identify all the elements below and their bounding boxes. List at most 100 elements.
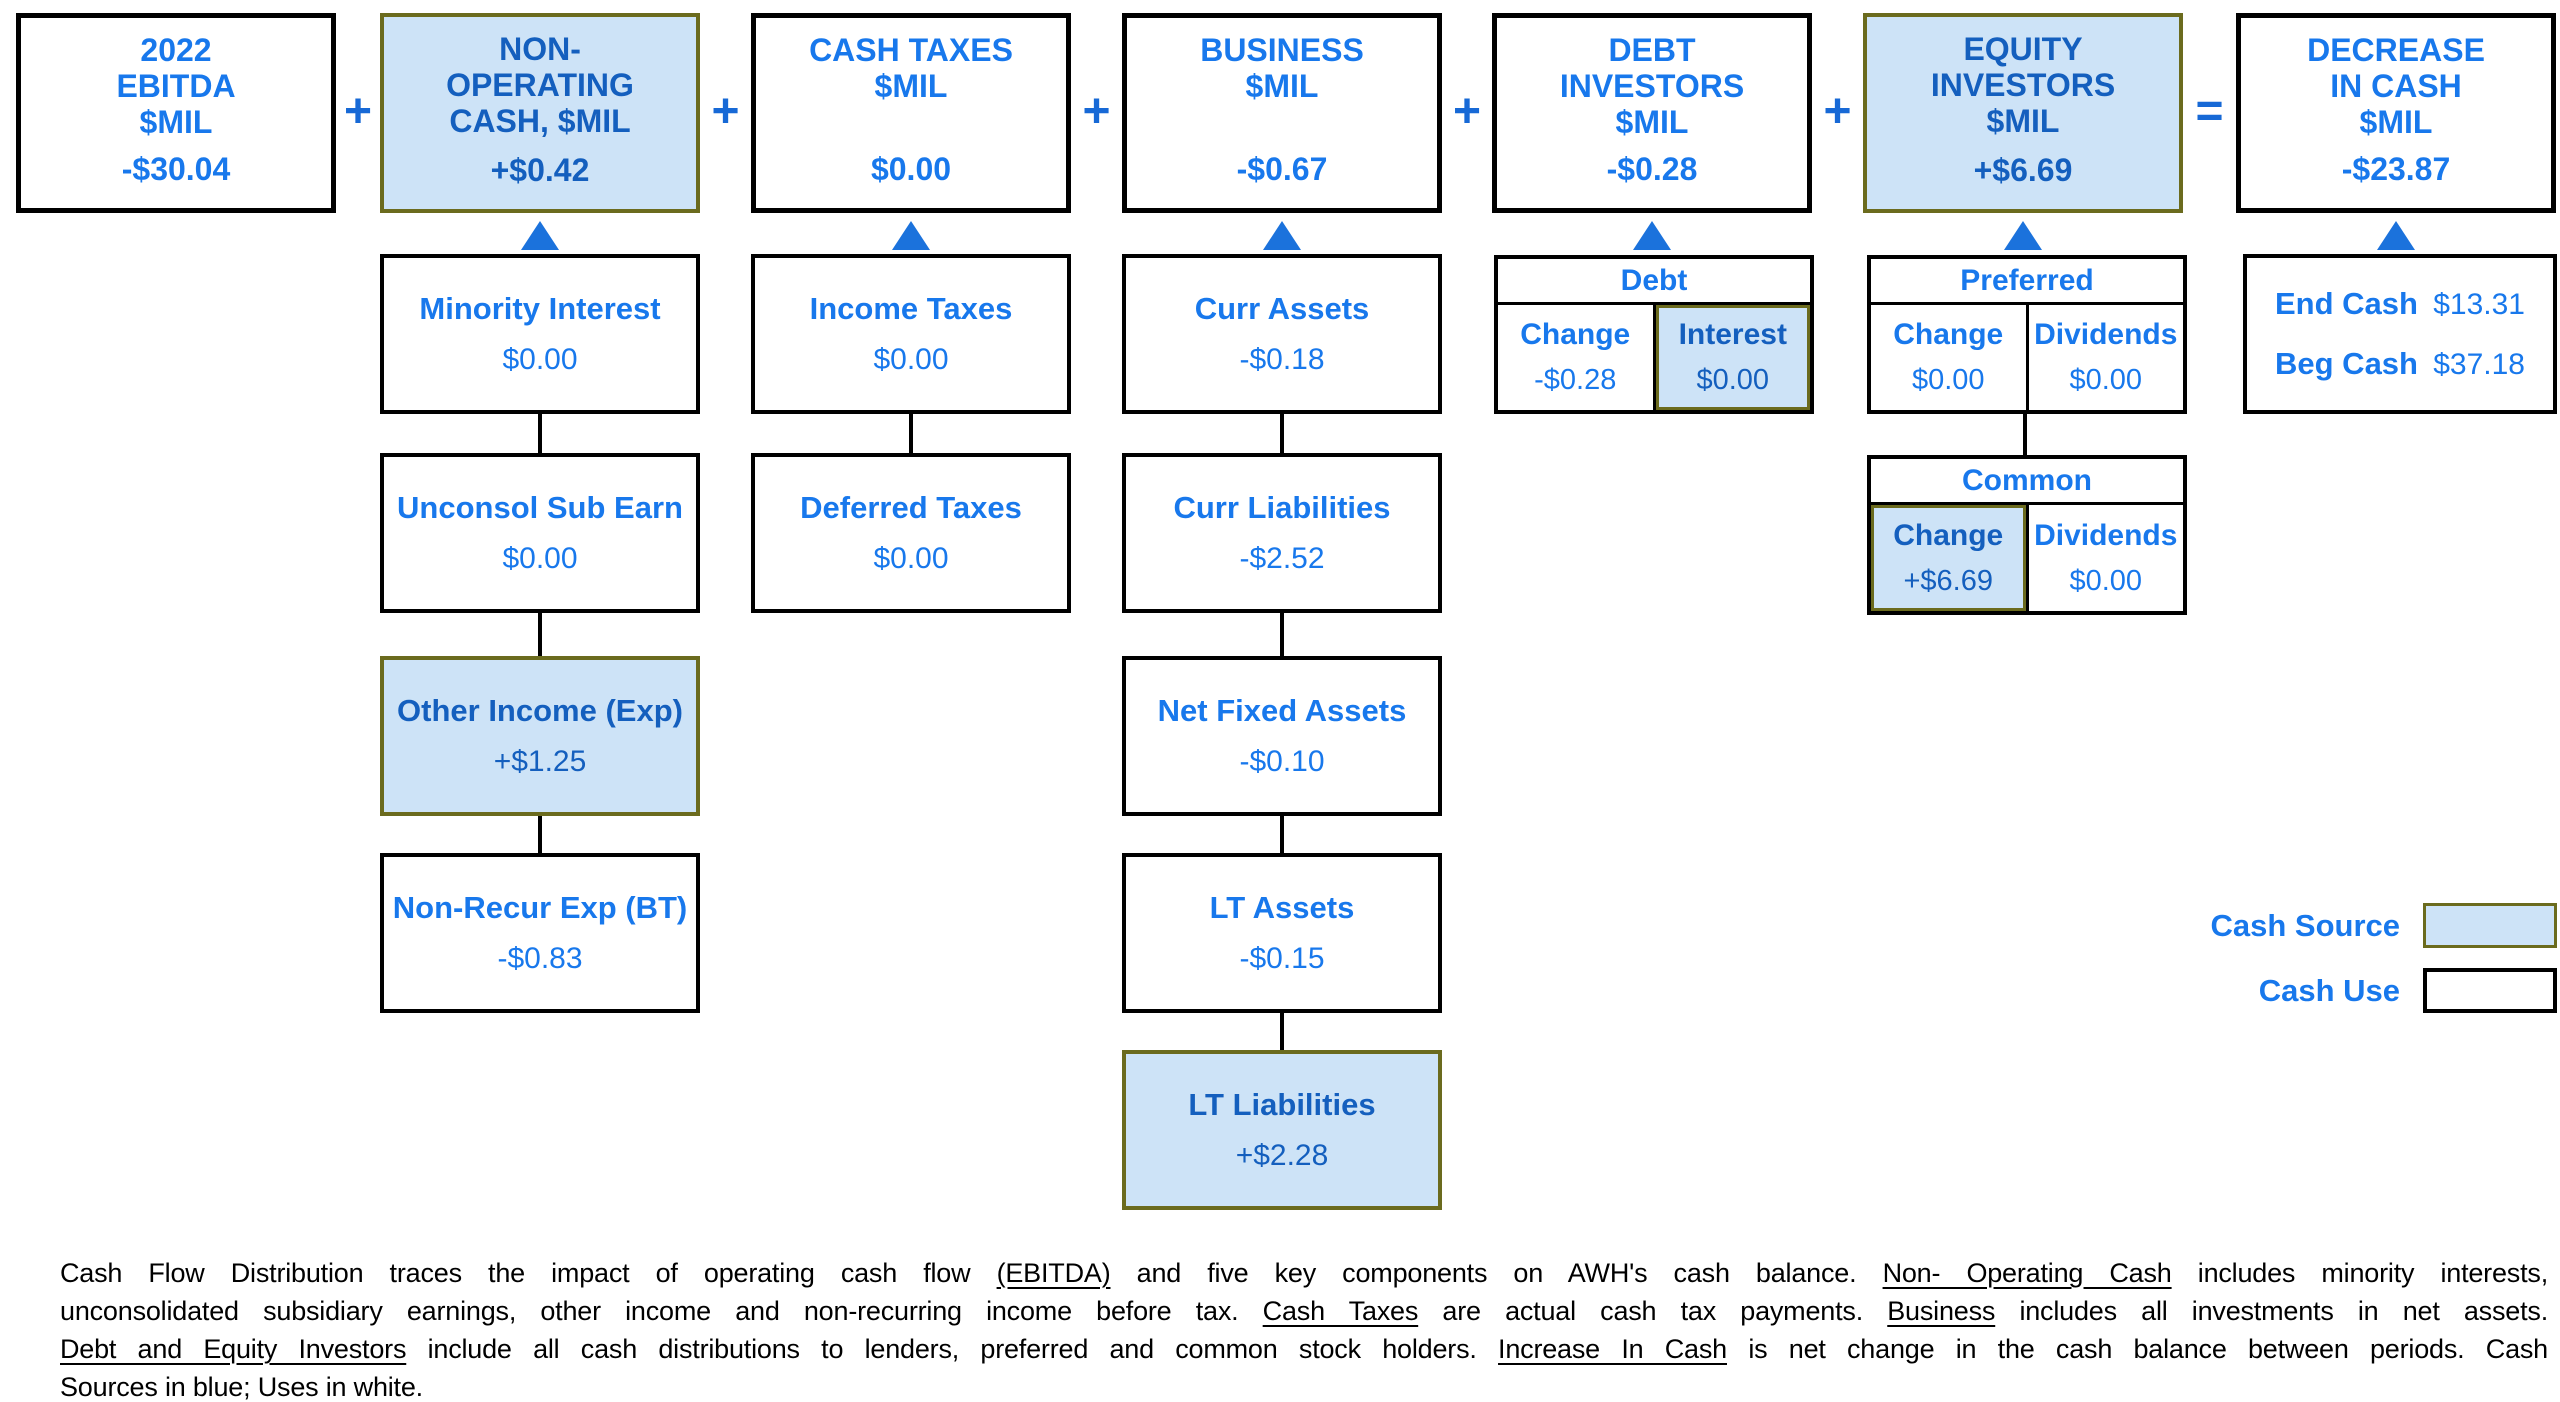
common-table-title: Common [1871,459,2183,505]
plus-operator-3: + [1082,85,1111,138]
sub-box-label: Deferred Taxes [800,490,1022,525]
sub-box-value: $0.00 [873,542,949,575]
box-cash-taxes-title: CASH TAXES $MIL [809,32,1013,104]
box-decrease-in-cash: DECREASE IN CASH $MIL -$23.87 [2236,13,2556,213]
preferred-dividends-cell: Dividends $0.00 [2025,305,2184,410]
debt-table: Debt Change -$0.28 Interest $0.00 [1494,255,1814,414]
sub-box-deferred-taxes: Deferred Taxes $0.00 [751,453,1071,613]
footnote: Cash Flow Distribution traces the impact… [60,1254,2548,1402]
connector-line [1280,1013,1284,1050]
sub-box-income-taxes: Income Taxes $0.00 [751,254,1071,414]
cell-value: $0.00 [2069,364,2143,396]
box-ebitda: 2022 EBITDA $MIL -$30.04 [16,13,336,213]
debt-interest-cell: Interest $0.00 [1652,305,1810,410]
sub-box-label: Curr Assets [1194,291,1370,326]
footnote-text: is net change in the cash balance betwee… [1727,1334,2548,1364]
footnote-line-4: Sources in blue; Uses in white. [60,1368,2548,1402]
cell-header: Change [1520,318,1631,351]
connector-line [1280,613,1284,656]
cell-header: Dividends [2034,318,2178,351]
sub-box-label: LT Liabilities [1188,1087,1376,1122]
sub-box-value: -$0.18 [1239,343,1325,376]
connector-line [1280,816,1284,853]
sub-box-minority-interest: Minority Interest $0.00 [380,254,700,414]
box-business-title: BUSINESS $MIL [1200,32,1364,104]
end-cash-label: End Cash [2275,286,2418,321]
debt-change-cell: Change -$0.28 [1498,305,1653,410]
up-arrow-icon [2004,221,2042,250]
footnote-line-1: Cash Flow Distribution traces the impact… [60,1254,2548,1292]
legend-cash-source-label: Cash Source [2210,908,2400,943]
sub-box-curr-liabilities: Curr Liabilities -$2.52 [1122,453,1442,613]
cell-header: Dividends [2034,518,2178,552]
connector-line [2023,414,2027,455]
plus-operator-2: + [711,85,740,138]
sub-box-value: $0.00 [873,343,949,376]
common-change-cell: Change +$6.69 [1871,505,2026,611]
common-dividends-cell: Dividends $0.00 [2025,505,2184,611]
sub-box-label: Non-Recur Exp (BT) [392,890,688,925]
sub-box-value: +$1.25 [493,745,587,778]
footnote-text: Sources in blue; Uses in white. [60,1372,423,1402]
footnote-text: are actual cash tax payments. [1418,1296,1888,1326]
cell-value: -$0.28 [1534,364,1617,396]
connector-line [1280,414,1284,453]
box-ebitda-title: 2022 EBITDA $MIL [116,32,236,140]
cell-header: Change [1893,318,2004,351]
up-arrow-icon [1263,221,1301,250]
sub-box-value: $0.00 [502,343,578,376]
cell-value: $0.00 [1911,364,1985,396]
sub-box-lt-liabilities: LT Liabilities +$2.28 [1122,1050,1442,1210]
footnote-term-underlined: Business [1887,1296,1996,1326]
box-equity-investors-title: EQUITY INVESTORS $MIL [1930,31,2116,139]
sub-box-label: LT Assets [1209,890,1355,925]
box-decrease-in-cash-title: DECREASE IN CASH $MIL [2307,32,2485,140]
cell-value: +$6.69 [1903,564,1993,597]
up-arrow-icon [892,221,930,250]
connector-line [909,414,913,453]
sub-box-curr-assets: Curr Assets -$0.18 [1122,254,1442,414]
footnote-term-underlined: Increase In Cash [1498,1334,1727,1364]
footnote-line-2: unconsolidated subsidiary earnings, othe… [60,1292,2548,1330]
sub-box-non-recur-exp: Non-Recur Exp (BT) -$0.83 [380,853,700,1013]
plus-operator-4: + [1452,85,1482,138]
sub-box-value: +$2.28 [1235,1139,1329,1172]
common-table: Common Change +$6.69 Dividends $0.00 [1867,455,2187,615]
box-non-operating-cash-value: +$0.42 [490,152,590,188]
box-equity-investors-value: +$6.69 [1973,152,2073,188]
sub-box-value: -$2.52 [1239,542,1325,575]
cell-value: $0.00 [1696,364,1770,396]
legend-cash-source-swatch [2423,903,2557,948]
sub-box-label: Income Taxes [809,291,1013,326]
box-debt-investors-title: DEBT INVESTORS $MIL [1559,32,1745,140]
sub-box-net-fixed-assets: Net Fixed Assets -$0.10 [1122,656,1442,816]
cell-value: $0.00 [2069,564,2143,597]
footnote-text: include all cash distributions to lender… [406,1334,1499,1364]
beg-cash-label: Beg Cash [2275,346,2418,381]
end-cash-value: $13.31 [2433,288,2525,321]
preferred-change-cell: Change $0.00 [1871,305,2026,410]
cash-summary-box: End Cash $13.31 Beg Cash $37.18 [2243,254,2557,414]
footnote-text: Cash Flow Distribution traces the impact… [60,1258,997,1288]
connector-line [538,816,542,853]
footnote-term-underlined: Debt and Equity Investors [60,1334,407,1364]
up-arrow-icon [521,221,559,250]
sub-box-label: Curr Liabilities [1173,490,1391,525]
beg-cash-value: $37.18 [2433,348,2525,381]
footnote-text: includes all investments in net assets. [1995,1296,2549,1326]
box-equity-investors: EQUITY INVESTORS $MIL +$6.69 [1863,13,2183,213]
sub-box-unconsol-sub-earn: Unconsol Sub Earn $0.00 [380,453,700,613]
footnote-text: includes minority interests, [2171,1258,2548,1288]
cell-header: Interest [1678,318,1787,351]
beg-cash-row: Beg Cash $37.18 [2275,346,2525,382]
sub-box-label: Net Fixed Assets [1157,693,1407,728]
box-debt-investors: DEBT INVESTORS $MIL -$0.28 [1492,13,1812,213]
box-cash-taxes-value: $0.00 [870,151,952,187]
footnote-text: unconsolidated subsidiary earnings, othe… [60,1296,1263,1326]
cell-header: Change [1893,518,2004,552]
preferred-table-title: Preferred [1871,259,2183,305]
up-arrow-icon [2377,221,2415,250]
box-debt-investors-value: -$0.28 [1606,151,1698,187]
sub-box-label: Unconsol Sub Earn [397,490,683,525]
box-cash-taxes: CASH TAXES $MIL $0.00 [751,13,1071,213]
